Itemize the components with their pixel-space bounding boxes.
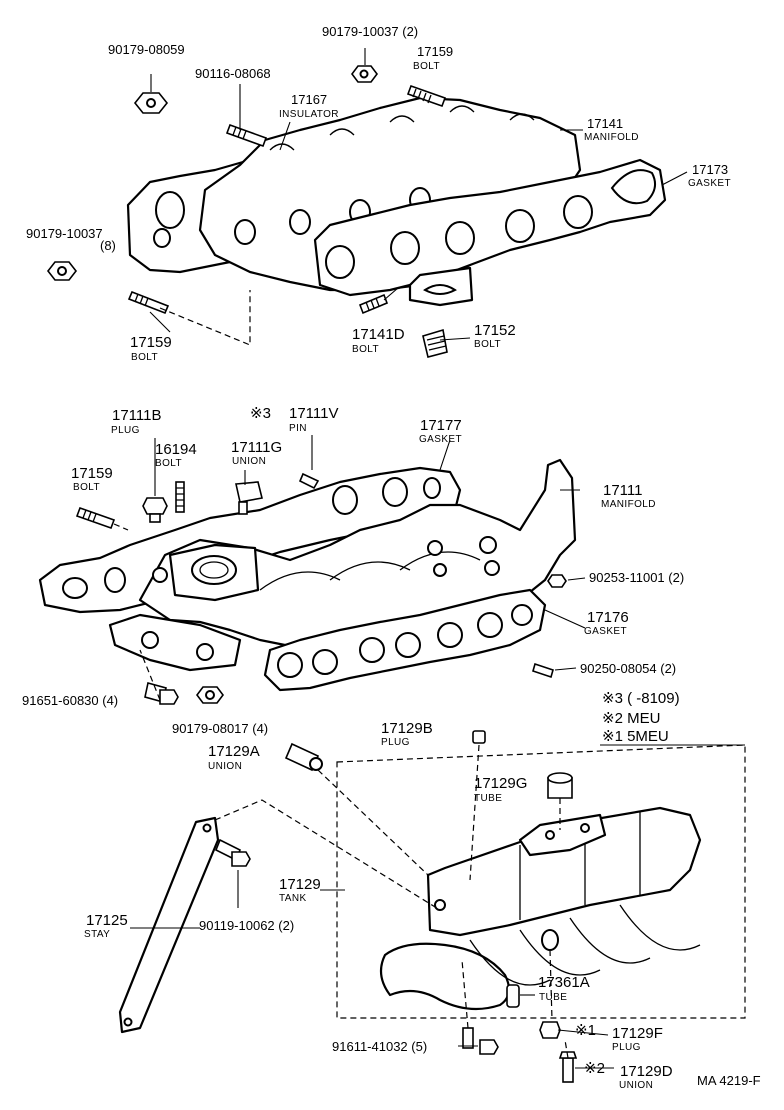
label-17129B: 17129B [381, 720, 433, 737]
label-bolt-17141D: BOLT [352, 344, 379, 355]
label-17129A: 17129A [208, 743, 260, 760]
tank-assembly [336, 744, 746, 1019]
label-17152: 17152 [474, 322, 516, 339]
label-17129G: 17129G [474, 775, 527, 792]
pin-17111V [298, 472, 320, 490]
stud-17159-mid [75, 506, 116, 530]
label-ref-code: MA 4219-F [697, 1073, 761, 1088]
label-17159-left: 17159 [130, 334, 172, 351]
label-gasket-17173: GASKET [688, 178, 731, 189]
label-bolt-mid: BOLT [73, 482, 100, 493]
label-17177: 17177 [420, 417, 462, 434]
label-union-17129A: UNION [208, 761, 242, 772]
legend-3: ※3 ( -8109) [602, 690, 680, 707]
tube-17129G [547, 772, 573, 799]
top-fasteners [46, 65, 471, 358]
union-17129D [558, 1051, 578, 1083]
stud-90250-08054 [532, 662, 554, 679]
exhaust-manifold-assembly [126, 96, 667, 307]
label-17129: 17129 [279, 876, 321, 893]
label-17111V: 17111V [289, 405, 339, 422]
label-17129F: 17129F [612, 1025, 663, 1042]
label-bolt-16194: BOLT [155, 458, 182, 469]
label-gasket-17176: GASKET [584, 626, 627, 637]
label-90179-10037-2: 90179-10037 (2) [322, 24, 418, 39]
label-bolt-17152: BOLT [474, 339, 501, 350]
label-stay: STAY [84, 929, 110, 940]
label-manifold-top: MANIFOLD [584, 132, 639, 143]
label-mark-1: ※1 [575, 1022, 596, 1039]
plug-17129F [539, 1021, 561, 1039]
union-17129A [284, 742, 323, 772]
label-tank: TANK [279, 893, 307, 904]
label-90179-10037-qty: (8) [100, 238, 116, 253]
label-gasket-17177: GASKET [419, 434, 462, 445]
label-17167: 17167 [291, 92, 327, 107]
middle-fasteners [75, 472, 567, 705]
label-insulator: INSULATOR [279, 109, 339, 120]
label-90250-08054: 90250-08054 (2) [580, 661, 676, 676]
label-16194: 16194 [155, 441, 197, 458]
label-bolt-top: BOLT [413, 61, 440, 72]
legend-2: ※2 MEU [602, 710, 660, 727]
label-union-17111G: UNION [232, 456, 266, 467]
nut-90179-08017 [196, 686, 224, 704]
label-plug-17129B: PLUG [381, 737, 410, 748]
bolt-16194 [175, 481, 185, 513]
label-pin: PIN [289, 423, 307, 434]
label-17141D: 17141D [352, 326, 405, 343]
label-union-17129D: UNION [619, 1080, 653, 1091]
stay-17125 [118, 816, 220, 1034]
stud-17159-top [406, 84, 447, 108]
stud-17152 [422, 328, 448, 358]
label-90179-10037-8: 90179-10037 [26, 226, 103, 241]
stud-17159-left [127, 290, 170, 315]
plug-17129B [472, 730, 486, 744]
label-17129D: 17129D [620, 1063, 673, 1080]
bolt-91651-60830 [144, 682, 179, 705]
label-17176: 17176 [587, 609, 629, 626]
nut-90179-10037-top [351, 65, 378, 83]
label-plug-17111B: PLUG [111, 425, 140, 436]
label-mark-3: ※3 [250, 405, 271, 422]
labels: 90179-08059 90179-10037 (2) 17159 BOLT 9… [22, 24, 761, 1091]
stud-17141D [358, 293, 389, 315]
plug-90253-11001 [547, 574, 567, 588]
label-17111B: 17111B [112, 407, 162, 424]
label-91651-60830: 91651-60830 (4) [22, 693, 118, 708]
label-17111: 17111 [603, 482, 643, 499]
tube-17361A [506, 984, 520, 1008]
legend-1: ※1 5MEU [602, 728, 669, 745]
bottom-fasteners [118, 730, 578, 1083]
label-91611-41032: 91611-41032 (5) [332, 1039, 427, 1054]
label-90179-08017: 90179-08017 (4) [172, 721, 268, 736]
bolt-91611-41032 [462, 1027, 499, 1055]
label-90116-08068: 90116-08068 [195, 66, 271, 81]
tank-group-outline [336, 744, 746, 1019]
label-17159-top: 17159 [417, 44, 453, 59]
bolt-90119-10062 [214, 838, 251, 867]
label-plug-17129F: PLUG [612, 1042, 641, 1053]
label-17173: 17173 [692, 162, 728, 177]
label-17159-mid: 17159 [71, 465, 113, 482]
plug-17111B [142, 497, 168, 523]
union-17111G [235, 481, 263, 515]
stud-90116-08068 [225, 123, 268, 148]
label-17111G: 17111G [231, 439, 282, 456]
intake-manifold-assembly [38, 458, 577, 692]
nut-90179-08059 [133, 92, 169, 114]
label-17361A: 17361A [538, 974, 590, 991]
label-90119-10062: 90119-10062 (2) [199, 918, 294, 933]
label-17141: 17141 [587, 116, 623, 131]
nut-90179-10037-left [46, 261, 78, 281]
label-tube-17129G: TUBE [474, 793, 502, 804]
label-bolt-left: BOLT [131, 352, 158, 363]
label-90179-08059: 90179-08059 [108, 42, 185, 57]
label-manifold-mid: MANIFOLD [601, 499, 656, 510]
label-mark-2: ※2 [584, 1060, 605, 1077]
label-17125: 17125 [86, 912, 128, 929]
label-90253-11001: 90253-11001 (2) [589, 570, 684, 585]
label-tube-17361A: TUBE [539, 992, 567, 1003]
